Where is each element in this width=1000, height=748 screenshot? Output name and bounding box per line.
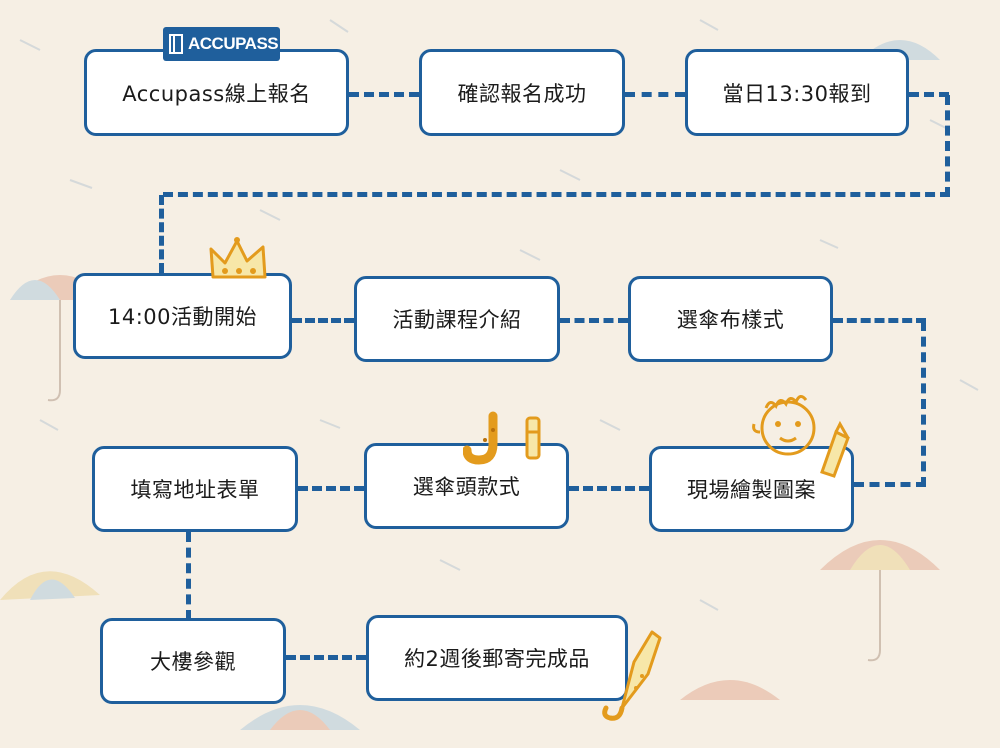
umbrella-handle-icon <box>463 411 541 465</box>
step-live-painting: 現場繪製圖案 <box>649 446 854 532</box>
step-label: 確認報名成功 <box>457 81 587 106</box>
step-mail-product: 約2週後郵寄完成品 <box>366 615 628 701</box>
step-building-tour: 大樓參觀 <box>100 618 286 704</box>
step-label: Accupass線上報名 <box>122 81 311 106</box>
crown-icon <box>209 237 267 279</box>
connector <box>833 318 926 323</box>
connector <box>625 92 685 97</box>
logo-text: ACCUPASS <box>188 34 279 53</box>
connector <box>292 318 354 323</box>
step-choose-fabric: 選傘布樣式 <box>628 276 833 362</box>
connector <box>569 486 649 491</box>
connector <box>909 92 949 97</box>
step-accupass-register: Accupass線上報名 <box>84 49 349 136</box>
step-course-intro: 活動課程介紹 <box>354 276 560 362</box>
step-label: 選傘布樣式 <box>676 308 785 332</box>
step-event-start: 14:00活動開始 <box>73 273 292 359</box>
step-check-in: 當日13:30報到 <box>685 49 909 136</box>
step-address-form: 填寫地址表單 <box>92 446 298 532</box>
connector <box>349 92 419 97</box>
connector <box>854 482 926 487</box>
step-label: 活動課程介紹 <box>392 308 522 332</box>
step-label: 14:00活動開始 <box>107 305 258 329</box>
folded-umbrella-icon <box>602 630 662 721</box>
book-icon <box>169 34 183 54</box>
step-label: 約2週後郵寄完成品 <box>404 647 590 671</box>
connector <box>945 95 950 197</box>
step-label: 大樓參觀 <box>150 650 236 674</box>
step-label: 當日13:30報到 <box>722 81 872 106</box>
smiley-face-icon <box>752 395 850 478</box>
step-label: 填寫地址表單 <box>130 478 260 502</box>
step-label: 選傘頭款式 <box>412 475 521 499</box>
connector <box>921 321 926 487</box>
connector <box>159 195 164 273</box>
connector <box>298 486 364 491</box>
connector <box>186 532 191 620</box>
connector <box>163 192 950 197</box>
connector <box>286 655 366 660</box>
step-confirm-registration: 確認報名成功 <box>419 49 625 136</box>
step-label: 現場繪製圖案 <box>687 478 816 502</box>
accupass-logo: ACCUPASS <box>163 27 280 61</box>
connector <box>560 318 628 323</box>
